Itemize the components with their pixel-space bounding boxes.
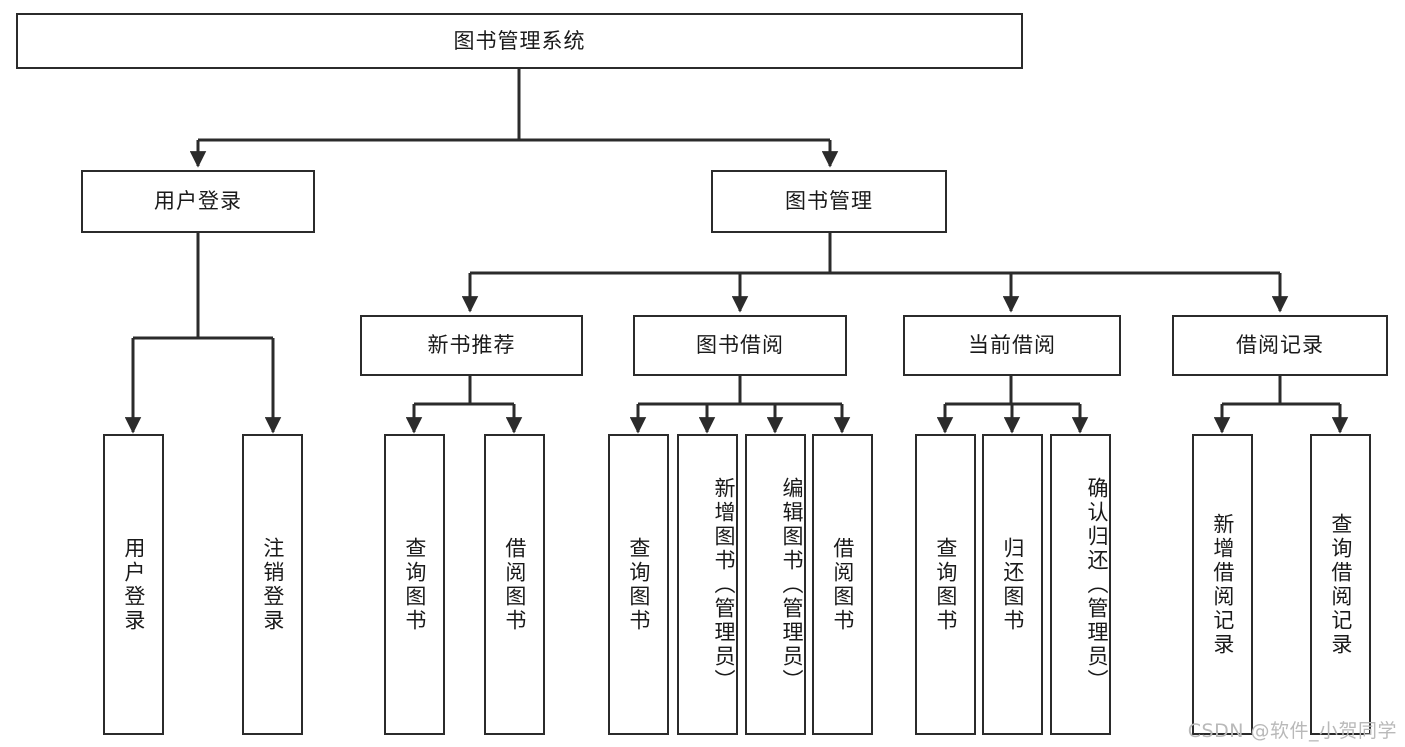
leaf-return-book[interactable]: 归还图书 [982,434,1043,735]
leaf-query-book-3[interactable]: 查询图书 [915,434,976,735]
watermark: CSDN @软件_小贺同学 [1187,720,1397,742]
leaf-edit-book[interactable]: 编辑图书（管理员） [745,434,806,735]
leaf-borrow-book-2[interactable]: 借阅图书 [812,434,873,735]
node-current-borrow[interactable]: 当前借阅 [903,315,1121,376]
leaf-confirm-return[interactable]: 确认归还（管理员） [1050,434,1111,735]
leaf-user-login[interactable]: 用户登录 [103,434,164,735]
leaf-add-book[interactable]: 新增图书（管理员） [677,434,738,735]
leaf-borrow-book-1[interactable]: 借阅图书 [484,434,545,735]
node-borrow-record[interactable]: 借阅记录 [1172,315,1388,376]
leaf-user-logout[interactable]: 注销登录 [242,434,303,735]
node-book-manage[interactable]: 图书管理 [711,170,947,233]
leaf-query-book-2[interactable]: 查询图书 [608,434,669,735]
node-root[interactable]: 图书管理系统 [16,13,1023,69]
leaf-query-record[interactable]: 查询借阅记录 [1310,434,1371,735]
node-new-book-rec[interactable]: 新书推荐 [360,315,583,376]
node-book-borrow[interactable]: 图书借阅 [633,315,847,376]
leaf-query-book-1[interactable]: 查询图书 [384,434,445,735]
node-user-login[interactable]: 用户登录 [81,170,315,233]
leaf-add-record[interactable]: 新增借阅记录 [1192,434,1253,735]
